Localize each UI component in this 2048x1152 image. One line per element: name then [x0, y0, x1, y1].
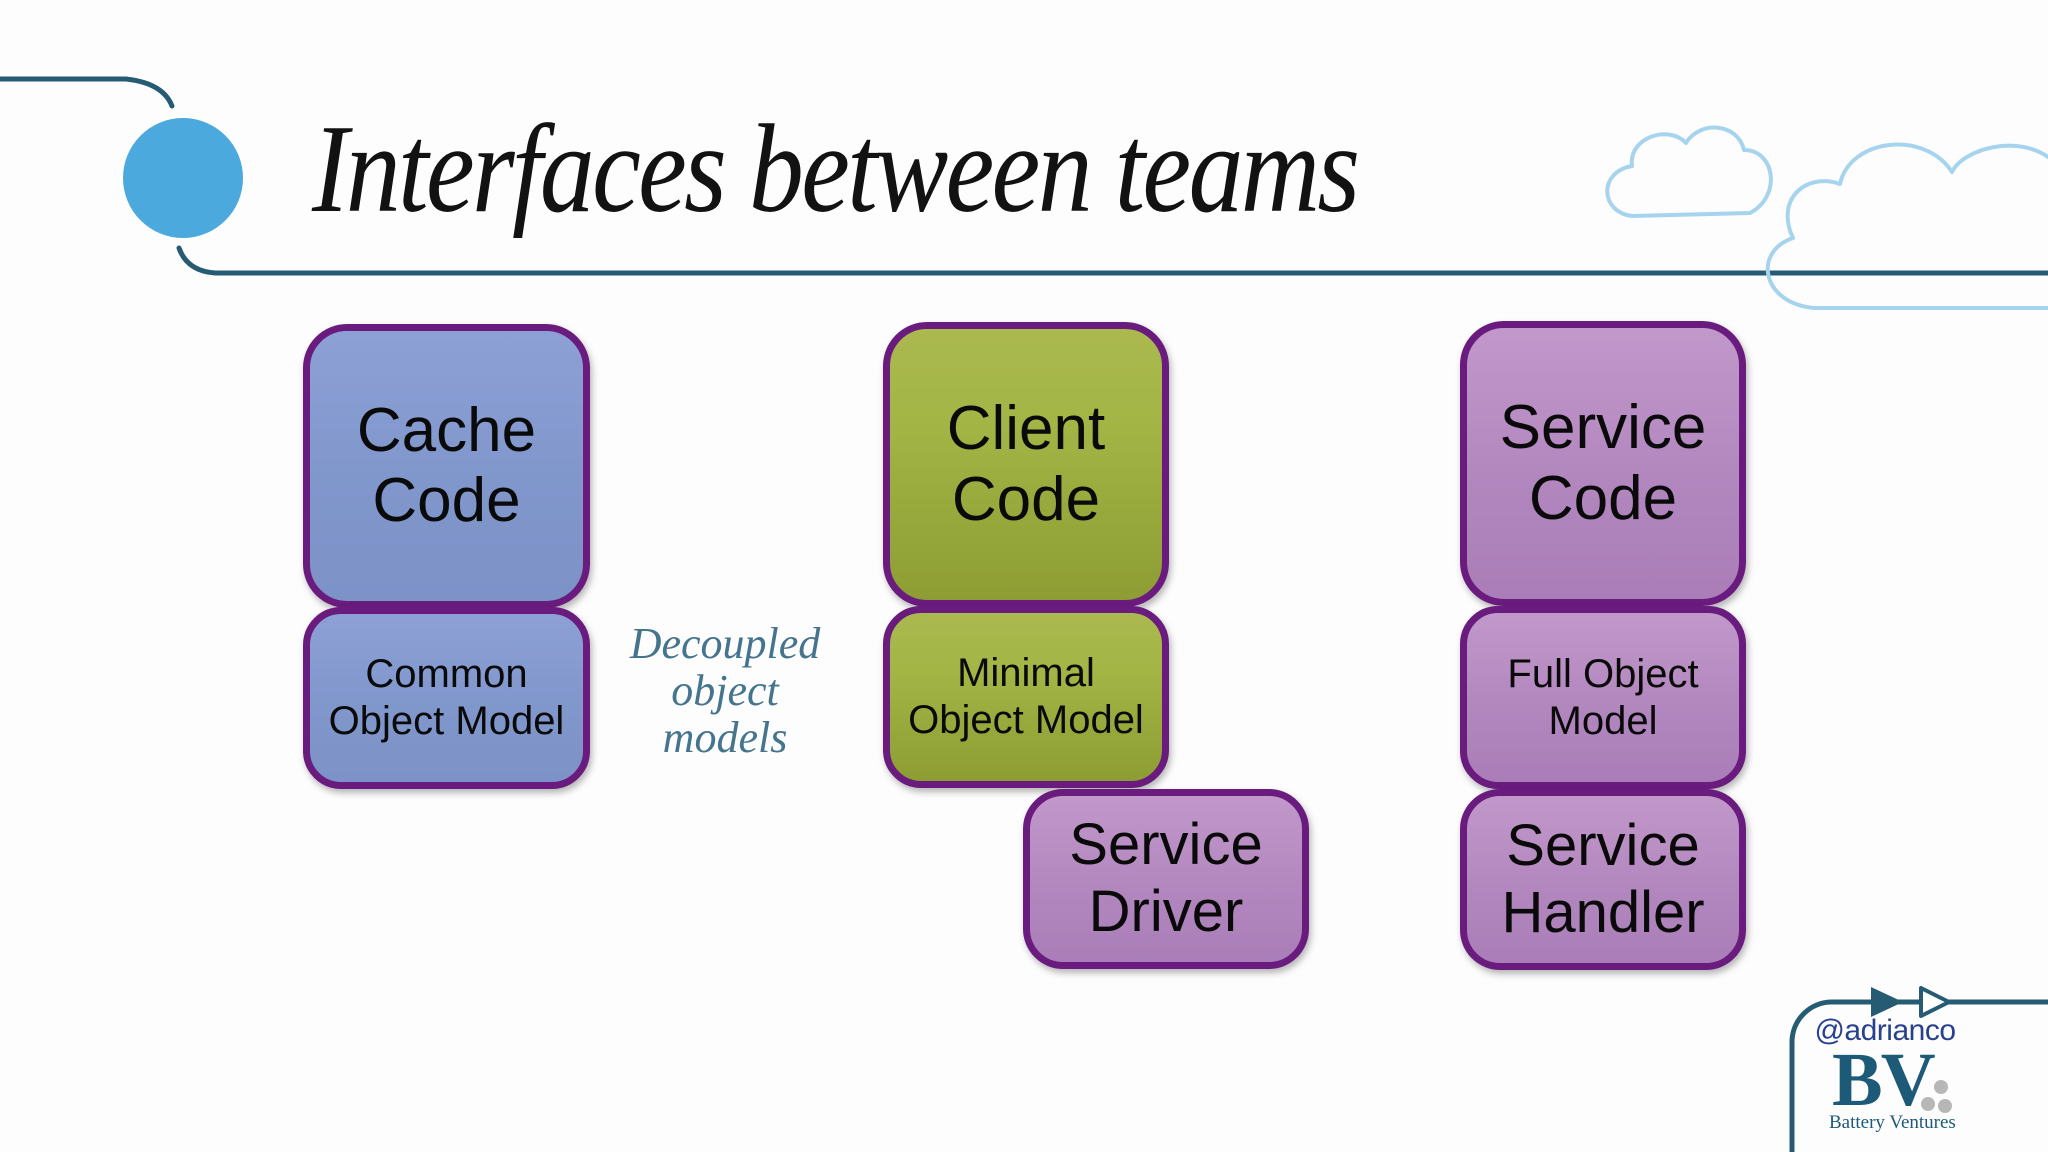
box-cache-code: Cache Code: [303, 324, 590, 608]
slide-title: Interfaces between teams: [312, 100, 1360, 239]
cloud-small-icon: [1605, 125, 1773, 218]
box-service-code: Service Code: [1460, 321, 1746, 606]
box-service-handler: Service Handler: [1460, 789, 1746, 970]
annotation-decoupled-object-models: Decoupled object models: [629, 619, 821, 763]
box-minimal-object-model: Minimal Object Model: [883, 606, 1169, 788]
cloud-large-icon: [1765, 142, 2048, 310]
box-client-code: Client Code: [883, 322, 1169, 607]
bv-logo-text: BV: [1832, 1038, 1936, 1122]
box-common-object-model: Common Object Model: [303, 607, 590, 789]
arrow-filled-icon: [1871, 987, 1903, 1017]
twitter-handle: @adrianco: [1814, 1014, 1956, 1047]
arrow-outline-icon: [1919, 986, 1951, 1018]
header-rule-line: [176, 245, 2048, 276]
bv-logo-caption: Battery Ventures: [1829, 1112, 1956, 1133]
accent-circle-icon: [123, 118, 243, 238]
box-service-driver: Service Driver: [1023, 789, 1309, 969]
top-left-corner-line: [0, 76, 175, 109]
box-full-object-model: Full Object Model: [1460, 606, 1746, 789]
